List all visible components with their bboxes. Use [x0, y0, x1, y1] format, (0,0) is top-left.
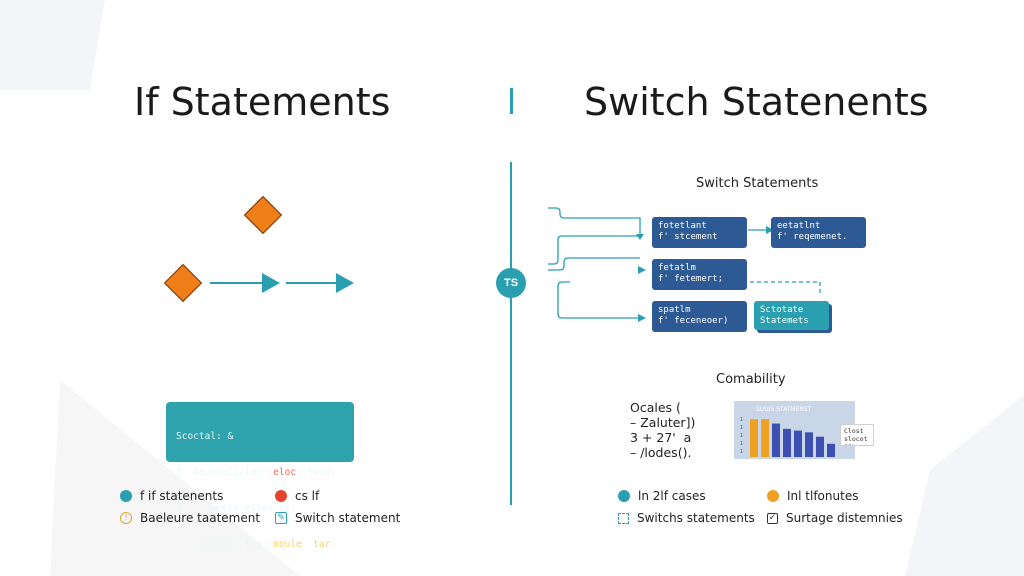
- connector-2: [548, 235, 638, 265]
- switch-node-3: fetatlm f' fetemert;: [652, 259, 747, 290]
- connector-3: [548, 257, 640, 271]
- code-line-3: l weels-elles ce;: [176, 503, 297, 514]
- checkbox-icon: ✓: [767, 512, 778, 524]
- code-line-1: Scoctal: &: [176, 431, 234, 442]
- right-title: Switch Statenents: [584, 80, 929, 124]
- switch-node-5: Sctotate Statemets: [754, 301, 829, 330]
- ts-hub-circle: TS: [496, 268, 526, 298]
- if-flow-diagram: [163, 195, 354, 303]
- mini-chart-tick-label: 1: [740, 441, 743, 447]
- mini-chart-tick-label: 1: [740, 417, 743, 423]
- mini-chart-bar: [750, 419, 758, 457]
- connector-1: [548, 207, 641, 238]
- red-dot-icon: [275, 490, 287, 502]
- switch-connectors: [548, 207, 821, 322]
- mini-chart-label: Clost slocot 8SL: [840, 424, 874, 446]
- legend-switch-statement: ✎ Switch statement: [275, 511, 400, 525]
- legend-surtage: ✓ Surtage distemnies: [767, 511, 903, 525]
- mini-chart-tick-label: 1: [740, 449, 743, 455]
- bg-shape-top-left: [0, 0, 105, 90]
- legend-else-if: cs lf: [275, 489, 319, 503]
- edit-icon: ✎: [275, 512, 287, 524]
- comparison-mini-chart: SUUIS STATMENST 1 1 1 1 1: [734, 401, 855, 459]
- legend-baeleure: ! Baeleure taatement: [120, 511, 260, 525]
- comparison-code: Ocales ( – Zaluter]) 3 + 27' a – /lodes(…: [630, 400, 696, 460]
- code-line-2: f fecrcalirlar (eloc: todd): [176, 467, 337, 478]
- flow-arrow-2: [336, 273, 354, 293]
- teal-dot-icon: [618, 490, 630, 502]
- mini-chart-bar: [794, 430, 802, 457]
- legend-2lf-cases: ln 2lf cases: [618, 489, 706, 503]
- dashed-square-icon: [618, 512, 629, 524]
- flow-arrow-1: [262, 273, 280, 293]
- switch-diagram-title: Switch Statements: [696, 176, 819, 191]
- connector-6: [750, 281, 821, 296]
- mini-chart-svg: SUUIS STATMENST 1 1 1 1 1: [740, 406, 835, 457]
- orange-dot-icon: [767, 490, 779, 502]
- code-line-4: l ctcolre: Tog (moule tar): [176, 539, 337, 550]
- mini-chart-title: SUUIS STATMENST: [756, 406, 812, 413]
- mini-chart-tick-label: 1: [740, 425, 743, 431]
- mini-chart-bar: [783, 428, 791, 457]
- switch-node-4: spatlm f' feceneoer): [652, 301, 747, 332]
- legend-if-statements: f if statenents: [120, 489, 223, 503]
- if-code-snippet: Scoctal: & f fecrcalirlar (eloc: todd) l…: [166, 402, 354, 550]
- mini-chart-tick-label: 1: [740, 433, 743, 439]
- warning-icon: !: [120, 512, 132, 524]
- vertical-divider: [510, 162, 512, 505]
- legend-switchs-statements: Switchs statements: [618, 511, 755, 525]
- teal-dot-icon: [120, 490, 132, 502]
- title-divider: [510, 88, 513, 114]
- mini-chart-bar: [761, 419, 769, 457]
- switch-node-1: fotetlant f' stcement: [652, 217, 747, 248]
- arrow-head-4: [766, 226, 774, 234]
- left-title: If Statements: [134, 80, 391, 124]
- bg-shape-bottom-right: [905, 395, 1024, 576]
- legend-tlfonutes: Inl tlfonutes: [767, 489, 858, 503]
- arrow-head-3: [638, 314, 646, 322]
- bg-shape-bottom-left: [50, 380, 300, 576]
- mini-chart-bar: [816, 436, 824, 457]
- switch-node-2: eetatlnt f' reqemenet.: [771, 217, 866, 248]
- mini-chart-bar: [827, 443, 835, 457]
- mini-chart-bar: [805, 432, 813, 457]
- comparison-title: Comability: [716, 372, 786, 387]
- decision-diamond-left: [163, 263, 203, 303]
- mini-chart-bar: [772, 423, 780, 457]
- arrow-head-1: [636, 234, 644, 240]
- connector-4: [557, 281, 640, 319]
- decision-diamond-top: [243, 195, 283, 235]
- arrow-head-2: [638, 266, 646, 274]
